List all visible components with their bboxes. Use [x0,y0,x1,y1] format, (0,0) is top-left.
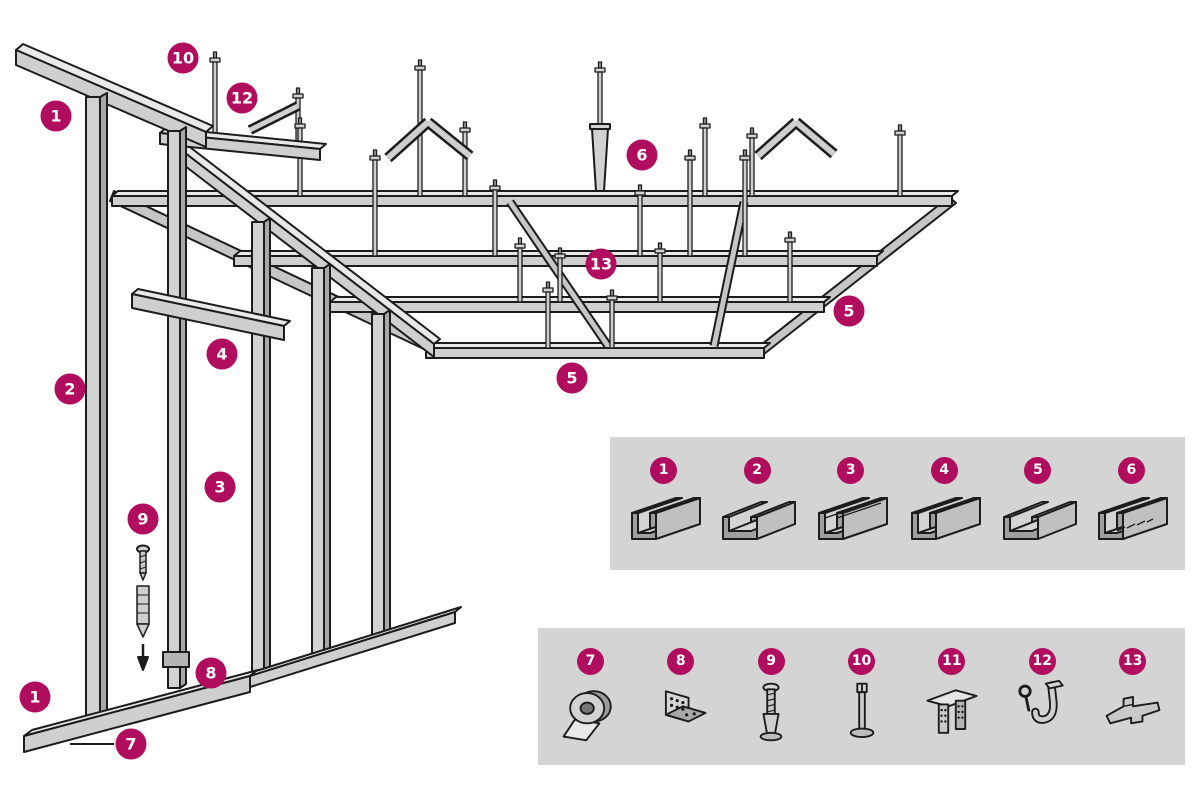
legend-accessories-panel: 7 8 9 10 [538,628,1185,765]
hanger-rod [514,237,526,303]
profile-hat-icon [1091,487,1171,551]
legend-number: 2 [752,462,762,478]
hanger-rod [739,149,751,257]
legend-number: 4 [939,462,950,478]
hanger-rod [459,121,471,197]
legend-accessory-item-8: 8 [643,647,719,746]
legend-accessory-badge-9: 9 [757,647,785,675]
hanger-rod [894,124,906,197]
legend-accessory-badge-7: 7 [576,647,604,675]
hanger-rod-icon [824,678,900,746]
screw-and-anchor-detail [136,544,150,671]
legend-profile-item-1: 1 [624,456,704,551]
hanger-rod [554,247,566,303]
legend-profile-badge-1: 1 [650,456,678,484]
nonius-hanger [589,61,611,192]
hanger-rod [294,117,306,197]
hanger-rod [209,51,221,144]
profile-c-icon [811,487,891,551]
hanger-rod [684,149,696,257]
legend-number: 7 [585,653,596,669]
cross-tee [506,199,749,349]
legend-profile-badge-3: 3 [837,456,865,484]
hanger-rods [209,51,906,349]
legend-accessory-badge-8: 8 [667,647,695,675]
legend-number: 1 [658,462,669,478]
legend-profile-badge-4: 4 [930,456,958,484]
legend-number: 12 [1032,653,1052,669]
legend-profiles-panel: 1 2 3 4 [610,437,1185,570]
hanger-rod [784,231,796,303]
legend-accessory-item-7: 7 [552,647,628,746]
legend-accessory-badge-10: 10 [848,647,875,675]
hanger-rod [542,281,554,349]
legend-profile-item-4: 4 [904,456,984,551]
legend-profile-badge-5: 5 [1024,456,1052,484]
legend-accessory-item-11: 11 [914,647,990,746]
legend-number: 9 [766,653,776,669]
hanger-rod [654,242,666,303]
legend-profile-item-5: 5 [998,456,1078,551]
profile-cw-icon [998,487,1078,551]
tape-roll-icon [552,678,628,746]
hanger-rod [634,184,646,257]
connector-clip-icon [1095,678,1171,746]
legend-profile-item-3: 3 [811,456,891,551]
profile-u-icon [624,487,704,551]
profile-cw-icon [717,487,797,551]
cross-braces [247,101,838,163]
wire-hook-icon [1004,678,1080,746]
direct-hanger-icon [914,678,990,746]
profile-u-icon [904,487,984,551]
legend-accessory-badge-12: 12 [1028,647,1056,675]
hanger-rod [699,117,711,197]
legend-profile-item-6: 6 [1091,456,1171,551]
legend-number: 6 [1126,462,1137,478]
angle-bracket-icon [643,678,719,746]
stud-base-connector [162,651,190,668]
legend-profile-badge-2: 2 [743,456,771,484]
down-arrow-icon [137,656,149,671]
legend-profile-badge-6: 6 [1117,456,1145,484]
screw-anchor-icon [733,678,809,746]
legend-accessory-item-13: 13 [1095,647,1171,746]
hanger-rod [746,127,758,197]
legend-number: 8 [675,653,686,669]
ceiling-grid [109,190,959,359]
legend-accessory-item-12: 12 [1004,647,1080,746]
legend-profile-item-2: 2 [717,456,797,551]
hanger-rod [369,149,381,257]
legend-number: 3 [845,462,856,478]
hanger-rod [606,289,618,349]
legend-accessory-badge-13: 13 [1119,647,1147,675]
legend-accessory-badge-11: 11 [938,647,966,675]
legend-accessory-item-9: 9 [733,647,809,746]
legend-accessory-item-10: 10 [824,647,900,746]
legend-number: 13 [1122,653,1143,669]
legend-number: 11 [942,653,962,669]
legend-number: 5 [1032,462,1043,478]
hanger-rod [489,179,501,257]
legend-number: 10 [851,653,872,669]
